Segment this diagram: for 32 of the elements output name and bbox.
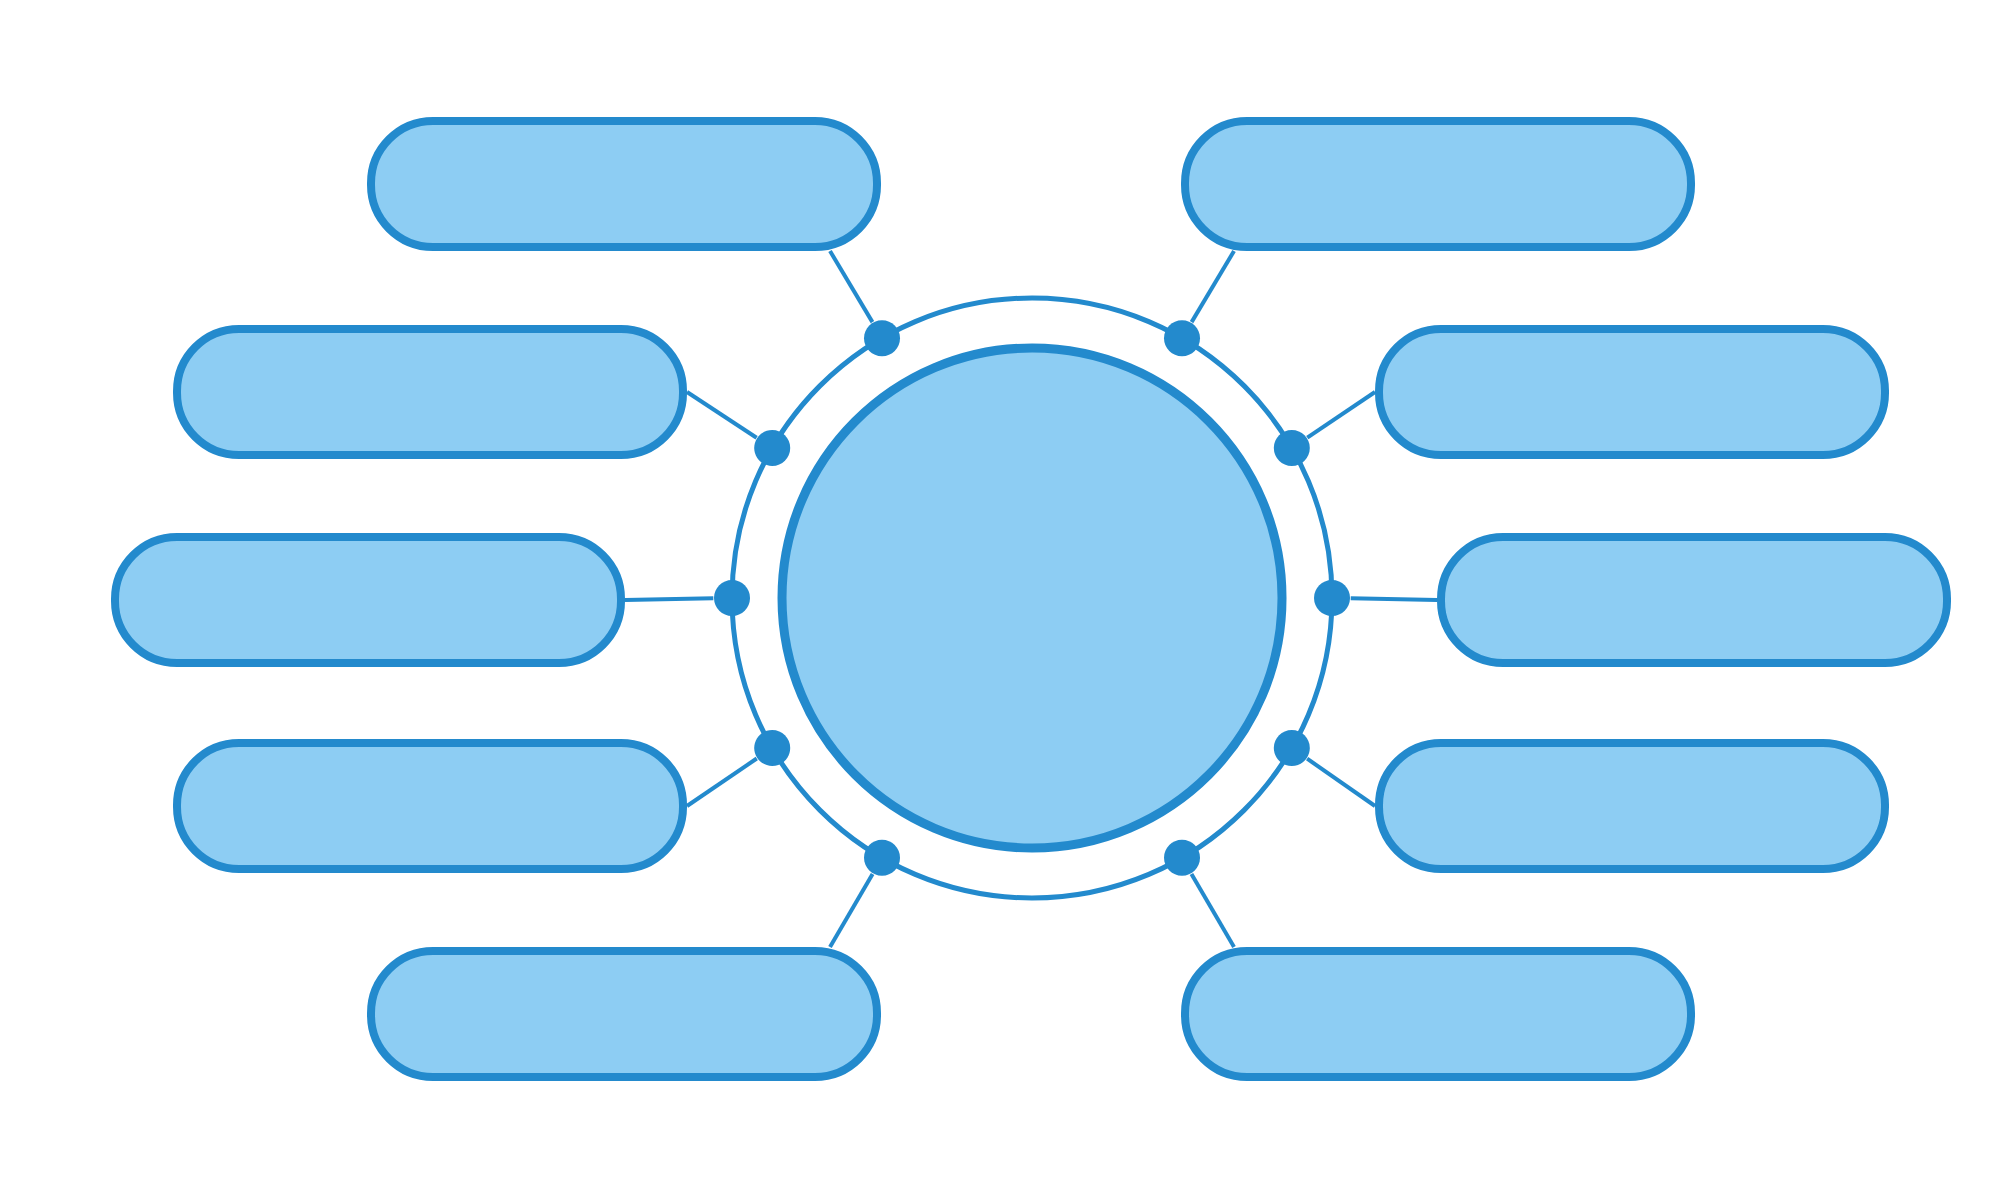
- connector-line: [1306, 390, 1377, 440]
- center-circle: [777, 343, 1287, 853]
- rounded-box: [367, 117, 881, 251]
- connector-line: [828, 249, 875, 324]
- rounded-box: [1181, 947, 1695, 1081]
- rounded-box: [173, 325, 687, 459]
- rounded-box: [111, 533, 625, 667]
- connector-line: [828, 872, 875, 948]
- rounded-box: [1375, 739, 1889, 873]
- rounded-box: [1181, 117, 1695, 251]
- connector-line: [1306, 757, 1377, 808]
- connector-line: [685, 390, 758, 440]
- connector-dot: [1273, 730, 1310, 766]
- connector-dot: [864, 839, 900, 876]
- connector-dot: [754, 430, 791, 466]
- rounded-box: [1375, 325, 1889, 459]
- ring: [729, 295, 1335, 901]
- connector-line: [1189, 872, 1236, 948]
- rounded-box: [367, 947, 881, 1081]
- rounded-box: [1437, 533, 1951, 667]
- connector-line: [1350, 596, 1438, 602]
- connector-dot: [1164, 320, 1200, 357]
- connector-line: [685, 756, 758, 808]
- connector-dot: [864, 320, 900, 357]
- connector-dot: [1273, 430, 1310, 466]
- connector-line: [1189, 249, 1236, 324]
- connector-dot: [754, 730, 791, 766]
- connector-dot: [1164, 839, 1200, 876]
- connector-dot: [714, 580, 750, 616]
- connector-dot: [1314, 580, 1350, 616]
- connector-line: [624, 596, 714, 602]
- rounded-box: [173, 739, 687, 873]
